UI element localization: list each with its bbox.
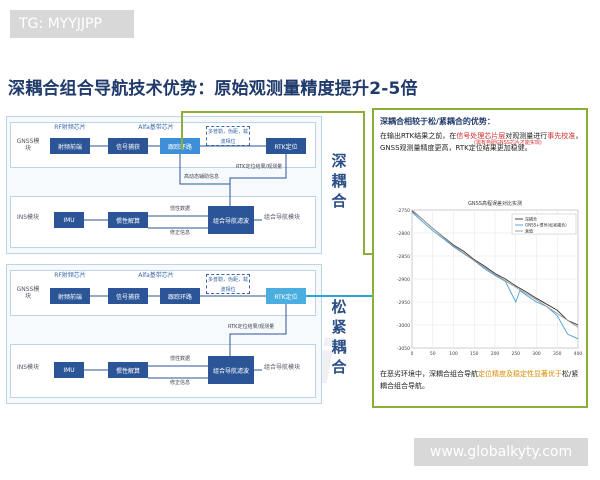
tight-baseband-label: Alfa基带芯片	[138, 124, 174, 131]
y-tick-label: -2800	[397, 231, 410, 237]
legend-label: GNSS+惯导(松紧耦合)	[525, 222, 567, 228]
adv-chip-note: (需有自研GNSS芯片才能实现)	[474, 140, 542, 146]
tight-corr-note: 修正信息	[170, 230, 191, 236]
tight-ins-label: INS模块	[16, 214, 40, 221]
adv-text-2: 对观测量进行	[505, 132, 548, 140]
connector-lines	[181, 111, 380, 297]
advantage-footer: 在恶劣环境中，深耦合组合导航定位精度及稳定性显著优于松/紧耦合组合导航。	[380, 368, 584, 392]
legend-box	[511, 213, 577, 235]
advantage-heading: 深耦合相较于松/紧耦合的优势：	[380, 117, 495, 126]
loose-nav-filter: 组合导航滤波	[208, 356, 254, 384]
loose-side-char-1: 松	[331, 298, 347, 316]
foot-text-2: 松/紧耦合组合导航。	[380, 370, 579, 390]
loose-observables-chip: 多普勒，伪距，载波相位	[206, 274, 250, 294]
y-tick-label: -2850	[397, 254, 410, 260]
adv-text-highlight-1: 信号处理芯片层	[456, 132, 506, 140]
y-tick-label: -2900	[397, 277, 410, 283]
tight-track-loop: 跟踪环路	[160, 138, 200, 154]
y-tick-label: -2750	[397, 208, 410, 214]
tight-nav-module-label: 组合导航模块	[263, 214, 300, 221]
website-watermark: www.globalkyty.com	[414, 438, 588, 466]
loose-rf-front: 射频前端	[50, 288, 90, 304]
loose-side-char-2: 紧	[331, 318, 347, 336]
loose-ins-label: INS模块	[16, 364, 40, 371]
height-error-chart: GNSS高程误差对比实测 -2750 -2800 -2850 -2900 -2950 -30…	[397, 200, 583, 357]
series-line-3	[411, 209, 579, 328]
adv-text-1: 在输出RTK结果之前，在	[380, 132, 457, 140]
loose-arrows	[84, 295, 287, 379]
advantage-text: 在输出RTK结果之前，在信号处理芯片层对观测量进行事先校准，GNSS观测量精度更…	[380, 130, 584, 154]
channel-tag: TG: MYYJJPP	[10, 10, 134, 38]
loose-signal-capture: 信号捕获	[108, 288, 148, 304]
x-tick-label: 300	[532, 351, 541, 357]
tight-aid-note: 高动态辅助信息	[184, 174, 220, 180]
page-title: 深耦合组合导航技术优势：原始观测量精度提升2-5倍	[8, 79, 418, 99]
loose-side-char-4: 合	[331, 358, 347, 376]
loose-corr-note: 修正信息	[170, 380, 191, 386]
x-tick-label: 200	[491, 351, 500, 357]
tight-nav-filter: 组合导航滤波	[208, 206, 254, 234]
tight-signal-capture: 信号捕获	[108, 138, 148, 154]
advantage-panel: 深耦合相较于松/紧耦合的优势： 在输出RTK结果之前，在信号处理芯片层对观测量进…	[372, 108, 588, 408]
loose-baseband-label: Alfa基带芯片	[138, 272, 174, 279]
x-tick-label: 150	[470, 351, 479, 357]
x-tick-label: 250	[511, 351, 520, 357]
tight-gnss-label: GNSS模块	[16, 138, 40, 152]
y-tick-label: -3050	[397, 346, 410, 352]
x-tick-label: 0	[411, 351, 414, 357]
loose-ins-note: 惯性数据	[170, 356, 191, 362]
x-tick-label: 50	[430, 351, 436, 357]
tight-rtk: RTK定位	[266, 138, 306, 154]
foot-text-1: 在恶劣环境中，深耦合组合导航	[380, 370, 478, 378]
loose-gnss-label: GNSS模块	[16, 286, 40, 300]
adv-text-3: ，GNSS观测量精度更高，RTK定位结果更加稳健。	[380, 132, 583, 152]
tight-rf-front: 射频前端	[50, 138, 90, 154]
loose-track-loop: 跟踪环路	[160, 288, 200, 304]
x-tick-label: 350	[553, 351, 562, 357]
legend-label: 深耦合	[525, 216, 537, 222]
loose-rtk-note: RTK定位结果/观测量	[228, 324, 275, 330]
tight-rtk-note: RTK定位结果/观测量	[236, 164, 283, 170]
loose-imu: IMU	[54, 362, 84, 378]
tight-ins-solve: 惯性解算	[108, 212, 148, 228]
x-tick-label: 100	[449, 351, 458, 357]
tight-arrows	[84, 145, 287, 229]
tight-side-char-1: 深	[331, 152, 347, 170]
tight-side-char-2: 耦	[331, 172, 347, 190]
tight-imu: IMU	[54, 212, 84, 228]
y-tick-label: -3000	[397, 323, 410, 329]
y-tick-label: -2950	[397, 300, 410, 306]
tight-ins-note: 惯性数据	[170, 206, 191, 212]
loose-nav-module-label: 组合导航模块	[263, 364, 300, 371]
loose-rf-chip-label: RF射频芯片	[54, 272, 86, 279]
foot-text-highlight: 定位精度及稳定性显著优于	[478, 370, 562, 378]
chart-title: GNSS高程误差对比实测	[468, 200, 522, 207]
adv-text-highlight-2: 事先校准	[547, 132, 576, 140]
loose-side-char-3: 耦	[331, 338, 347, 356]
loose-ins-solve: 惯性解算	[108, 362, 148, 378]
x-tick-label: 400	[574, 351, 583, 357]
loose-rtk: RTK定位	[266, 288, 306, 304]
tight-side-char-3: 合	[331, 192, 347, 210]
tight-rf-chip-label: RF射频芯片	[54, 124, 86, 131]
legend-label: 真值	[525, 228, 533, 234]
